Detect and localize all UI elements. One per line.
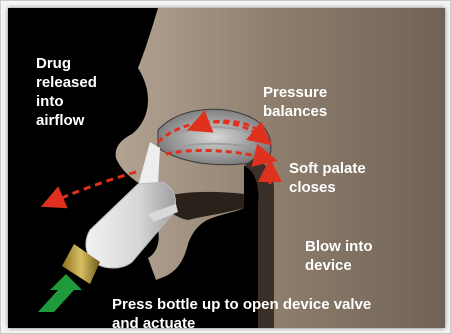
blow-into-device-label: Blow into device (305, 237, 415, 275)
drug-released-label: Drug released into airflow (36, 54, 126, 130)
diagram-panel: Drug released into airflow Pressure bala… (8, 8, 445, 328)
press-bottle-label: Press bottle up to open device valve and… (112, 295, 442, 328)
pressure-balances-label: Pressure balances (263, 83, 383, 121)
soft-palate-label: Soft palate closes (289, 159, 399, 197)
green-arrow-icon (38, 274, 82, 312)
